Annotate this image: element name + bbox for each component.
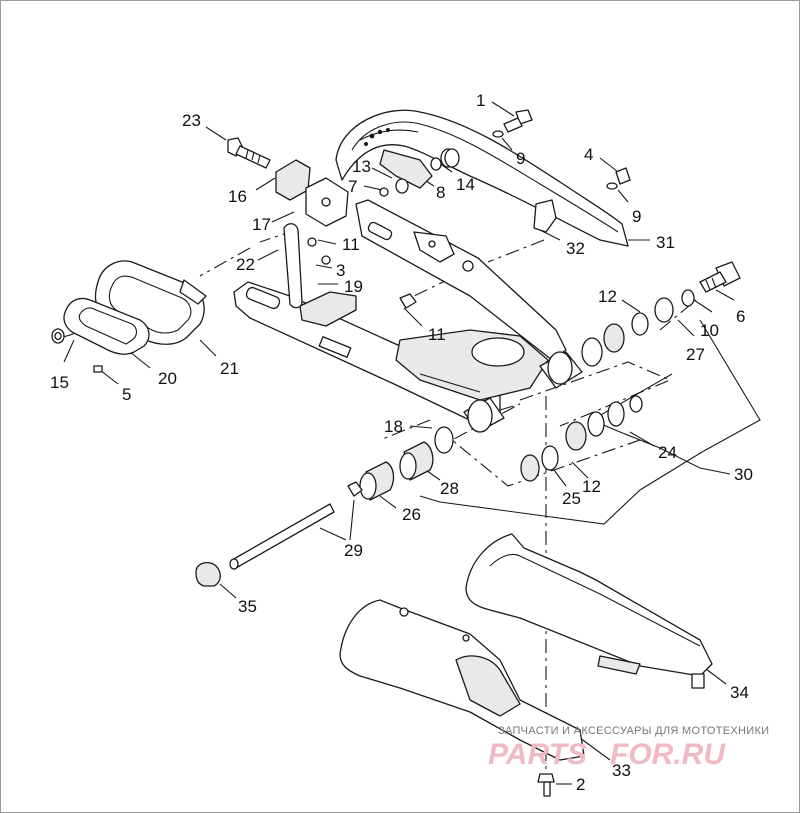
swingarm bbox=[233, 199, 583, 433]
callout-12b: 12 bbox=[582, 477, 601, 496]
callout-29: 29 bbox=[344, 541, 363, 560]
part-callouts: 1 2 3 4 5 6 7 8 9 9 10 11 11 12 12 13 14… bbox=[50, 91, 753, 794]
bolt-part-6 bbox=[699, 261, 741, 293]
callout-12a: 12 bbox=[598, 287, 617, 306]
callout-20: 20 bbox=[158, 369, 177, 388]
callout-17: 17 bbox=[252, 215, 271, 234]
callout-34: 34 bbox=[730, 683, 749, 702]
callout-5: 5 bbox=[122, 385, 131, 404]
bumper-part-16 bbox=[275, 159, 311, 201]
callout-28: 28 bbox=[440, 479, 459, 498]
callout-32: 32 bbox=[566, 239, 585, 258]
callout-10: 10 bbox=[700, 321, 719, 340]
callout-15: 15 bbox=[50, 373, 69, 392]
cover-plate-part-20 bbox=[63, 297, 150, 355]
callout-1: 1 bbox=[476, 91, 485, 110]
callout-14: 14 bbox=[456, 175, 475, 194]
callout-21: 21 bbox=[220, 359, 239, 378]
callout-19: 19 bbox=[344, 277, 363, 296]
callout-8: 8 bbox=[436, 183, 445, 202]
callout-9b: 9 bbox=[632, 207, 641, 226]
callout-25: 25 bbox=[562, 489, 581, 508]
callout-16: 16 bbox=[228, 187, 247, 206]
watermark: ЗАПЧАСТИ И АКСЕССУАРЫ ДЛЯ МОТОТЕХНИКИ PA… bbox=[488, 725, 769, 771]
link-strap-part-22 bbox=[283, 223, 303, 309]
pivot-shaft-part-29 bbox=[229, 503, 335, 570]
callout-9a: 9 bbox=[516, 149, 525, 168]
chain-guard-part-31 bbox=[335, 109, 629, 247]
callout-35: 35 bbox=[238, 597, 257, 616]
callout-6: 6 bbox=[736, 307, 745, 326]
callout-11b: 11 bbox=[428, 325, 446, 344]
callout-11a: 11 bbox=[342, 235, 360, 254]
callout-13: 13 bbox=[352, 157, 371, 176]
watermark-logo-right: FOR.RU bbox=[610, 738, 726, 771]
callout-22: 22 bbox=[236, 255, 255, 274]
callout-30: 30 bbox=[734, 465, 753, 484]
lower-belt-guard-part-33 bbox=[339, 599, 585, 761]
callout-31: 31 bbox=[656, 233, 675, 252]
callout-3: 3 bbox=[336, 261, 345, 280]
callout-24: 24 bbox=[658, 443, 677, 462]
washers-and-bearings bbox=[51, 130, 695, 501]
watermark-caption: ЗАПЧАСТИ И АКСЕССУАРЫ ДЛЯ МОТОТЕХНИКИ bbox=[498, 725, 769, 737]
callout-26: 26 bbox=[402, 505, 421, 524]
callout-18: 18 bbox=[384, 417, 403, 436]
callout-33: 33 bbox=[612, 761, 631, 780]
callout-7: 7 bbox=[348, 177, 357, 196]
bolt-part-1 bbox=[503, 109, 533, 133]
watermark-logo-left: PARTS bbox=[488, 738, 587, 771]
callout-2: 2 bbox=[576, 775, 585, 794]
cap-part-35 bbox=[195, 561, 221, 587]
callout-23: 23 bbox=[182, 111, 201, 130]
bolt-part-2 bbox=[537, 773, 555, 797]
callout-4: 4 bbox=[584, 145, 593, 164]
belt-guard-part-34 bbox=[465, 533, 713, 689]
bolt-part-23 bbox=[227, 137, 271, 169]
callout-27: 27 bbox=[686, 345, 705, 364]
leader-lines bbox=[63, 101, 761, 785]
